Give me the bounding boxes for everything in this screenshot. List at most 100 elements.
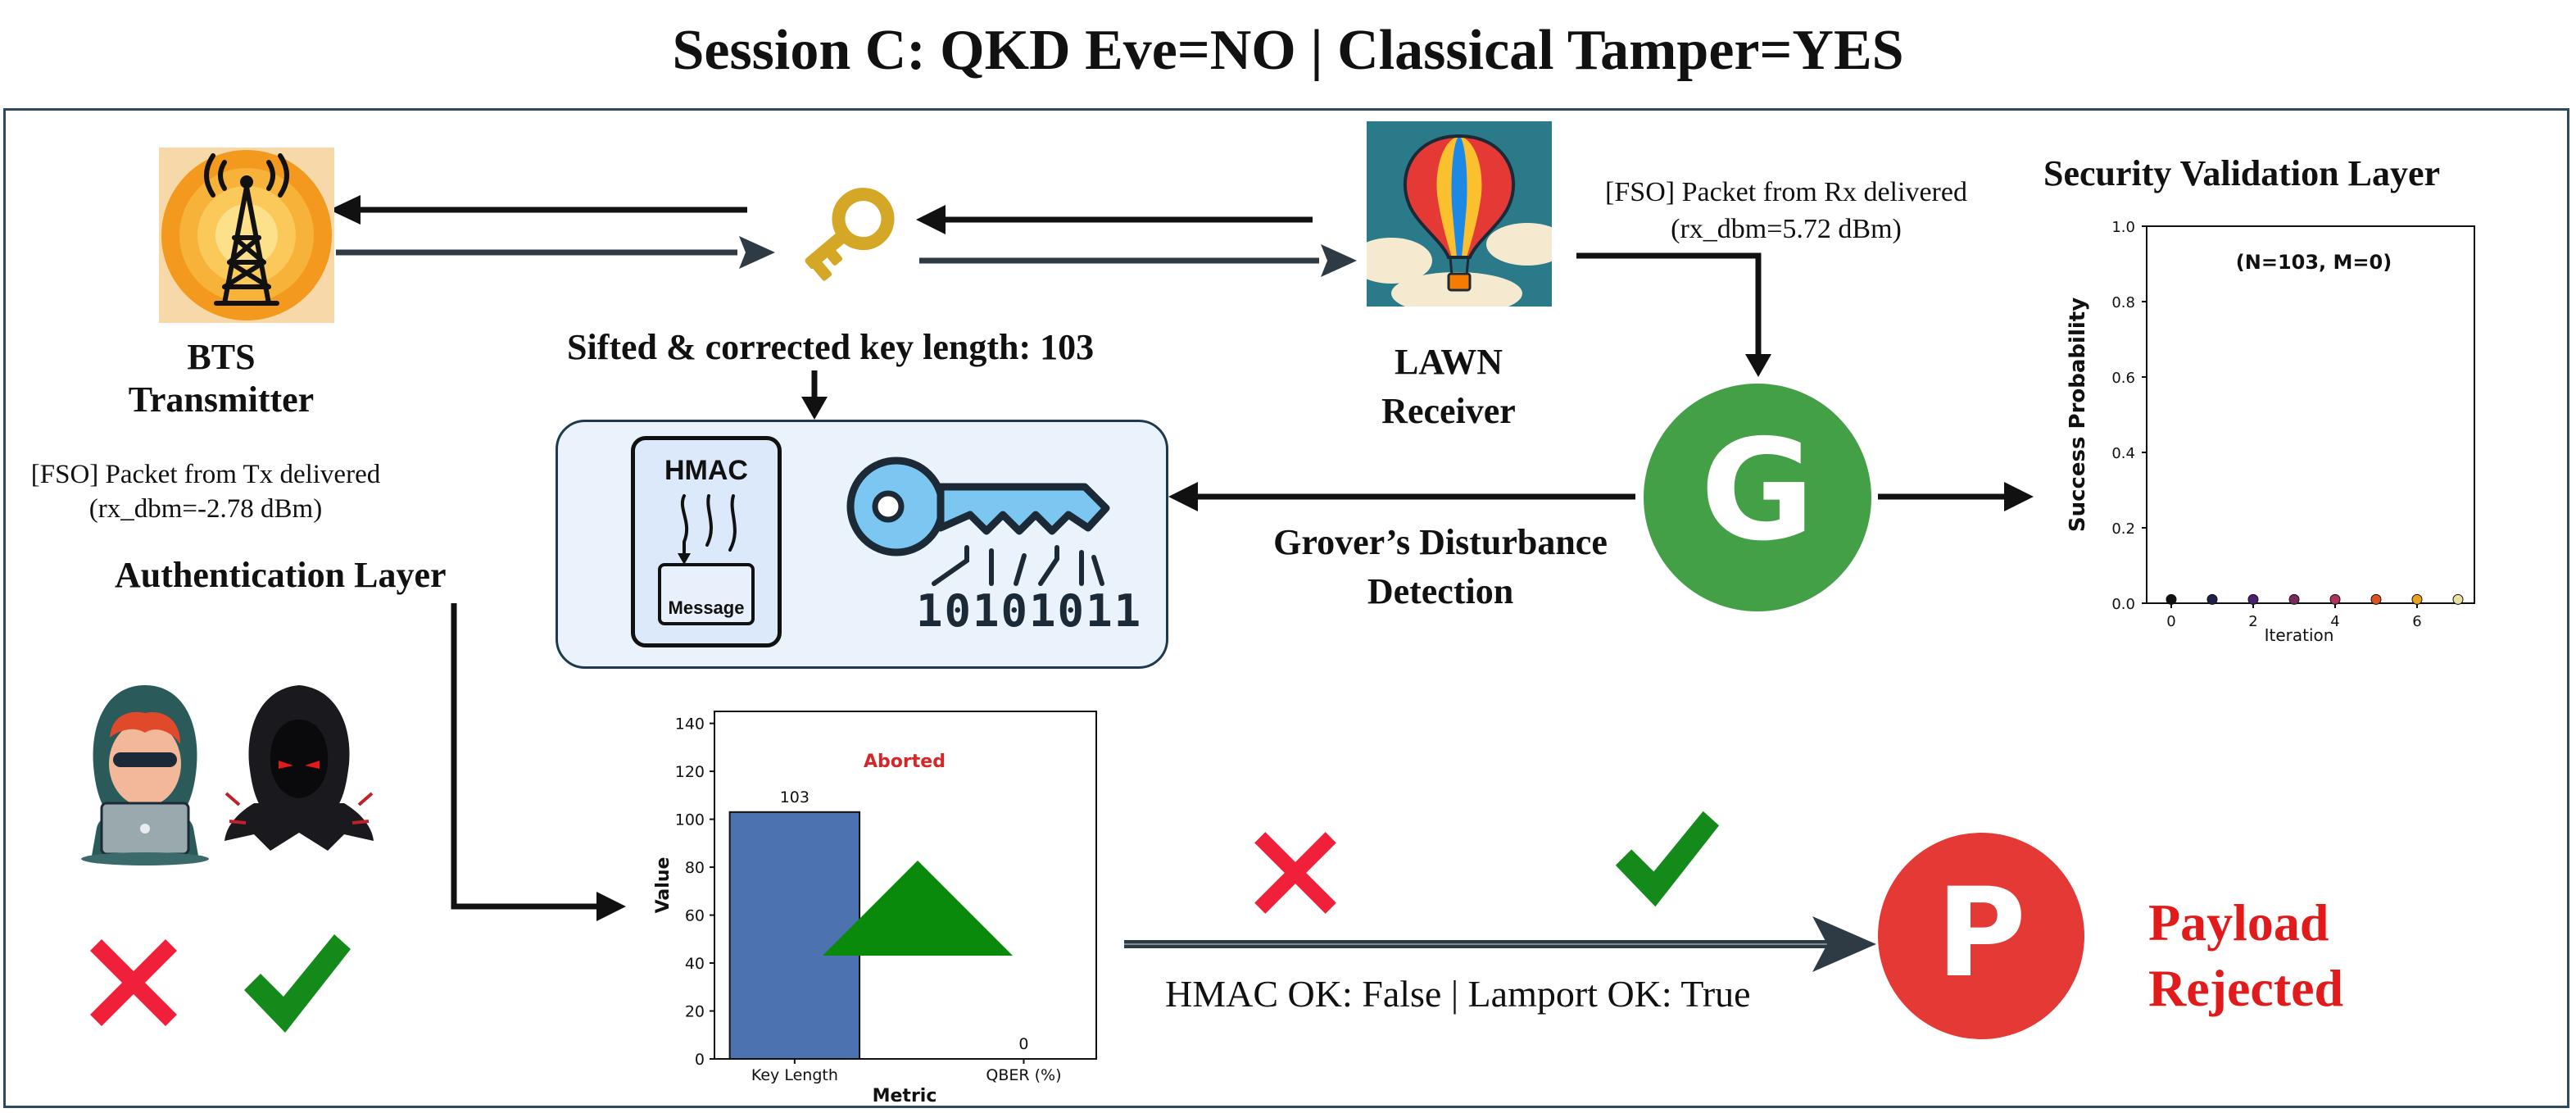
scatter-point <box>2288 593 2300 605</box>
diagram-frame <box>3 108 2569 1108</box>
scatter-xtick-label: 6 <box>2412 613 2421 630</box>
scatter-annotation: (N=103, M=0) <box>2236 251 2392 274</box>
bar-category-label: QBER (%) <box>986 1066 1061 1084</box>
rx-fso-line2: (rx_dbm=5.72 dBm) <box>1671 214 1902 244</box>
payload-letter: P <box>1936 862 2026 1005</box>
scatter-ytick-label: 0.0 <box>2111 596 2135 613</box>
rx-fso-line1: [FSO] Packet from Rx delivered <box>1605 177 1967 207</box>
arrowhead-grover-to-hmac <box>1168 482 1198 511</box>
arrowhead-lawn-to-key <box>916 205 946 234</box>
check-icon <box>244 934 351 1033</box>
bar-value-label: 103 <box>780 788 810 806</box>
bar-ytick-label: 60 <box>685 907 705 925</box>
success-probability-chart: (N=103, M=0) Success Probability Iterati… <box>2066 219 2475 645</box>
hmac-arrows-icon <box>678 494 737 565</box>
bts-label-line2: Transmitter <box>128 379 315 420</box>
scatter-ylabel: Success Probability <box>2066 298 2090 532</box>
bar-category-label: Key Length <box>751 1066 838 1084</box>
arrow-auth-to-chart <box>451 603 603 910</box>
bar-ytick-label: 140 <box>675 716 705 734</box>
tower-icon <box>159 148 334 323</box>
authentication-layer-label: Authentication Layer <box>115 555 447 595</box>
payload-rejected-label: Payload Rejected <box>2148 890 2343 1021</box>
bar-ytick-label: 40 <box>685 955 705 973</box>
cross-icon-mid <box>1254 832 1336 914</box>
hmac-lamport-status: HMAC OK: False | Lamport OK: True <box>1165 973 1751 1015</box>
scatter-point <box>2247 593 2259 605</box>
arrowhead-key-to-hmac <box>801 397 828 420</box>
lawn-label: LAWN Receiver <box>1342 338 1555 436</box>
arrow-lawn-to-grover <box>1576 252 1762 361</box>
scatter-xtick-label: 4 <box>2330 613 2339 630</box>
hmac-document-icon: HMAC Message <box>631 436 782 647</box>
arrowhead-key-to-lawn <box>1321 244 1357 277</box>
security-validation-label: Security Validation Layer <box>2043 153 2441 193</box>
payload-icon: P <box>1878 833 2084 1039</box>
arrowhead-lawn-to-grover <box>1745 354 1771 377</box>
tx-fso-status: [FSO] Packet from Tx delivered (rx_dbm=-… <box>20 457 392 526</box>
scatter-point <box>2206 593 2218 605</box>
hmac-message-box: Message <box>658 563 755 625</box>
lawn-label-line2: Receiver <box>1381 391 1516 431</box>
cross-icon <box>90 939 177 1026</box>
grover-detection-label: Grover’s Disturbance Detection <box>1236 518 1645 616</box>
scatter-xlabel: Iteration <box>2265 625 2334 645</box>
arrowhead-auth-to-chart <box>596 892 626 921</box>
bts-label-line1: BTS <box>187 337 256 377</box>
bar-ytick-label: 80 <box>685 859 705 877</box>
hmac-message-label: Message <box>668 597 745 618</box>
arrowhead-key-to-bts <box>329 195 361 225</box>
hot-air-balloon-icon <box>1367 121 1552 307</box>
scatter-point <box>2329 593 2341 605</box>
bar-ytick-label: 20 <box>685 1003 705 1021</box>
scatter-ytick-label: 0.8 <box>2111 294 2135 311</box>
scatter-ytick-label: 0.6 <box>2111 370 2135 387</box>
digital-key-icon <box>846 457 1110 556</box>
hooded-attacker-icon <box>224 685 374 851</box>
tx-fso-line1: [FSO] Packet from Tx delivered <box>30 460 381 489</box>
bar-ytick-label: 120 <box>675 763 705 781</box>
bar-xlabel: Metric <box>873 1086 937 1106</box>
arrowhead-grover-to-security <box>2004 482 2034 511</box>
arrowhead-bts-to-key <box>739 236 775 269</box>
lawn-label-line1: LAWN <box>1394 342 1503 382</box>
grover-icon: G <box>1644 384 1871 611</box>
scatter-ytick-label: 0.2 <box>2111 520 2135 538</box>
grover-label-line1: Grover’s Disturbance <box>1273 522 1608 562</box>
key-length-bar-chart: Aborted Value Metric 020406080100120140 … <box>653 711 1097 1106</box>
payload-line2: Rejected <box>2148 959 2344 1017</box>
bar-ylabel: Value <box>653 857 673 914</box>
scatter-xtick-label: 2 <box>2248 613 2257 630</box>
scatter-point <box>2370 593 2382 605</box>
hacker-icon <box>81 685 209 865</box>
grover-letter: G <box>1700 410 1815 572</box>
grover-label-line2: Detection <box>1367 571 1514 611</box>
check-icon-mid <box>1615 811 1720 907</box>
scatter-plot-area <box>2146 225 2475 604</box>
page-title: Session C: QKD Eve=NO | Classical Tamper… <box>672 19 1904 82</box>
key-length-label: Sifted & corrected key length: 103 <box>567 327 1095 367</box>
binary-text: 10101011 <box>916 585 1143 637</box>
scatter-xtick-label: 0 <box>2166 613 2175 630</box>
bar-annotation: Aborted <box>864 752 946 772</box>
bar-value-label: 0 <box>1018 1035 1028 1053</box>
binary-circuit-icon <box>932 545 1104 586</box>
arrowhead-chart-to-payload <box>1812 916 1876 972</box>
key-icon <box>805 188 895 281</box>
scatter-point <box>2166 593 2177 605</box>
tx-fso-line2: (rx_dbm=-2.78 dBm) <box>88 494 323 524</box>
scatter-point <box>2411 593 2423 605</box>
scatter-ytick-label: 1.0 <box>2111 219 2135 236</box>
bar-ytick-label: 100 <box>675 811 705 829</box>
scatter-ytick-label: 0.4 <box>2111 445 2135 462</box>
qber-triangle-marker <box>823 861 1013 956</box>
rx-fso-status: [FSO] Packet from Rx delivered (rx_dbm=5… <box>1573 174 1999 248</box>
bts-label: BTS Transmitter <box>115 336 328 421</box>
bar-ytick-label: 0 <box>695 1051 705 1069</box>
scatter-point <box>2452 593 2464 605</box>
bar <box>728 811 861 1061</box>
hmac-title: HMAC <box>664 455 748 486</box>
payload-line1: Payload <box>2148 893 2329 952</box>
